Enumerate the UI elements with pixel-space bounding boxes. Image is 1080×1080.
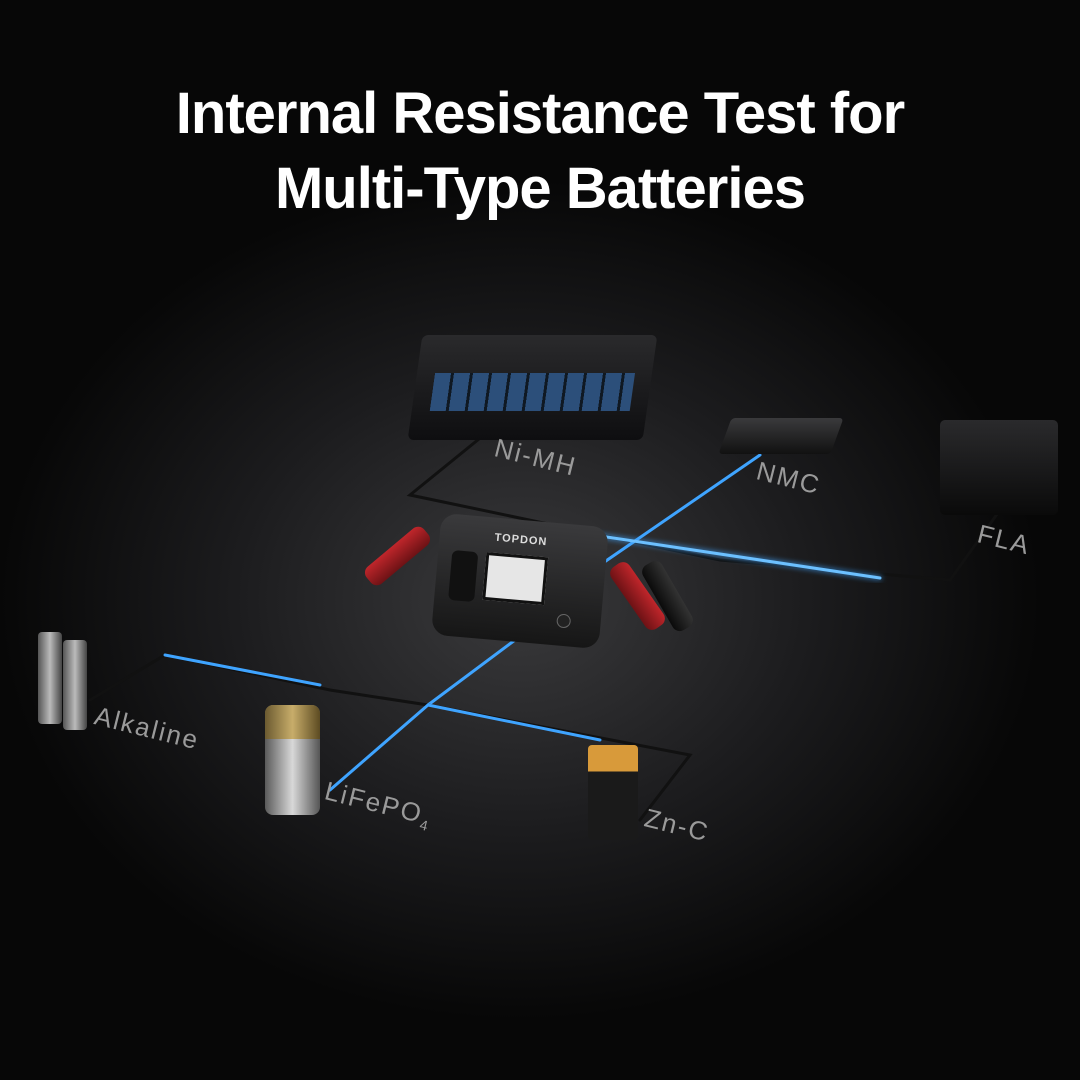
device-dpad [448, 549, 479, 603]
wire-lifepo [328, 703, 430, 792]
wire-alkaline-glow [163, 653, 322, 687]
device-power-button [556, 613, 572, 629]
wire-zinc-glow [426, 703, 602, 742]
headline-line-1: Internal Resistance Test for [175, 81, 905, 146]
topdon-battery-tester: TOPDON [431, 512, 609, 650]
wire-alkaline [88, 653, 693, 822]
nmc-cell [718, 418, 844, 454]
nimh-battery-pack [407, 335, 658, 440]
headline-line-2: Multi-Type Batteries [274, 156, 806, 221]
wire-center [426, 638, 517, 707]
alkaline-battery-1 [38, 632, 62, 724]
lifepo4-cell [265, 705, 320, 815]
fla-car-battery [940, 420, 1058, 515]
device-screen [482, 551, 549, 606]
wire-fla [558, 528, 882, 580]
device-brand: TOPDON [494, 531, 548, 549]
zinc-carbon-9v-battery [588, 745, 638, 840]
wire-nmc [598, 453, 762, 567]
wire-nimh [406, 428, 1002, 582]
alkaline-battery-2 [63, 640, 87, 730]
